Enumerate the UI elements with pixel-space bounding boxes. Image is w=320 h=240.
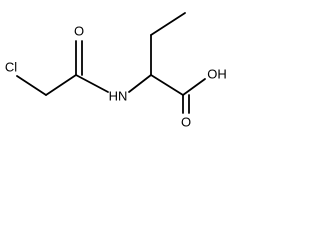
bond-ethyl-ch2-ch3 bbox=[150, 12, 186, 36]
bond-carboxyl-carbon-oh bbox=[182, 78, 206, 96]
bond-carbonyl-carbon-nh bbox=[75, 74, 109, 93]
atom-label-carboxyl-oxygen: O bbox=[181, 115, 191, 130]
bond-nh-alpha-carbon bbox=[128, 74, 152, 93]
chemical-structure: Cl O HN OH O bbox=[5, 12, 227, 130]
atom-label-chlorine: Cl bbox=[5, 60, 17, 75]
bond-alpha-carbon-carboxyl-carbon bbox=[150, 74, 184, 96]
atom-label-amine-hydrogen-nitrogen: HN bbox=[109, 89, 128, 104]
atom-label-amide-oxygen: O bbox=[74, 24, 84, 39]
bond-cl-ch2 bbox=[16, 75, 47, 96]
bonds bbox=[16, 12, 206, 114]
bond-ch2-carbonyl-carbon bbox=[45, 74, 77, 96]
atom-label-hydroxyl: OH bbox=[207, 67, 227, 82]
atom-labels: Cl O HN OH O bbox=[5, 24, 227, 130]
